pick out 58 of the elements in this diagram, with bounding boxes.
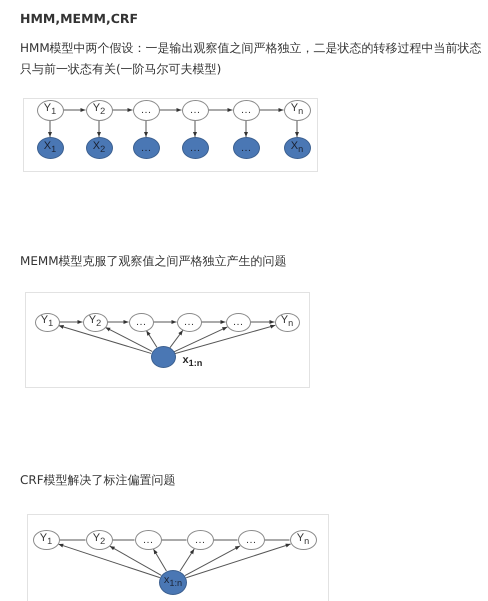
arrow [244, 120, 248, 138]
arrow [186, 544, 292, 578]
arrow [109, 546, 162, 576]
arrow [58, 544, 160, 578]
node-label: … [142, 534, 154, 546]
node-label: Y$_{1}$ [40, 533, 52, 547]
arrow [184, 545, 241, 576]
arrow [159, 108, 182, 112]
paragraph: CRF模型解决了标注偏置问题 [20, 472, 177, 489]
node-label: … [184, 316, 194, 328]
node-label: Y$_{n}$ [290, 103, 304, 117]
arrow [112, 108, 133, 112]
arrow [146, 330, 158, 348]
heading: HMM,MEMM,CRF [20, 10, 138, 28]
paragraph: HMM模型中两个假设：一是输出观察值之间严格独立，二是状态的转移过程中当前状态只与前一状态有关(一阶马尔可夫模型) [20, 40, 482, 78]
node-label: Y$_{n}$ [296, 533, 310, 547]
arrow [174, 326, 228, 352]
node-label: … [136, 316, 146, 328]
arrow [193, 120, 197, 138]
arrow [259, 108, 284, 112]
arrow [208, 108, 233, 112]
arrow [58, 325, 152, 354]
node-label: x$_{1:n}$ [164, 575, 182, 589]
node-caption: x$_{1:n}$ [182, 354, 202, 368]
arrow [59, 320, 83, 324]
arrow [153, 320, 177, 324]
node-label: … [194, 534, 206, 546]
arrow [250, 320, 275, 324]
node-label: Y$_{2}$ [92, 103, 106, 117]
arrow [107, 320, 129, 324]
node-label: … [190, 104, 200, 116]
node-label: Y$_{2}$ [92, 533, 106, 547]
node-label: … [140, 142, 152, 154]
arrow [174, 324, 276, 354]
arrow [97, 120, 101, 138]
node-label: … [190, 142, 200, 154]
node-label: … [240, 104, 252, 116]
node-label: Y$_{1}$ [44, 103, 56, 117]
arrow [295, 120, 299, 138]
arrow [169, 330, 184, 348]
node-label: Y$_{n}$ [280, 315, 294, 329]
paragraph: MEMM模型克服了观察值之间严格独立产生的问题 [20, 253, 288, 270]
node-label: … [140, 104, 152, 116]
arrow [104, 326, 153, 352]
node-label: Y$_{2}$ [88, 315, 102, 329]
node-label: X$_{2}$ [92, 141, 106, 155]
arrow [152, 548, 167, 572]
node-label: … [240, 142, 252, 154]
arrow [144, 120, 148, 138]
arrow [179, 548, 195, 572]
arrow [201, 320, 226, 324]
node-label: … [246, 534, 256, 546]
node-label: … [232, 316, 244, 328]
node-label: Y$_{1}$ [40, 315, 54, 329]
arrow [48, 120, 52, 138]
node-label: X$_{n}$ [290, 141, 304, 155]
node-label: X$_{1}$ [44, 141, 56, 155]
arrow [63, 108, 86, 112]
